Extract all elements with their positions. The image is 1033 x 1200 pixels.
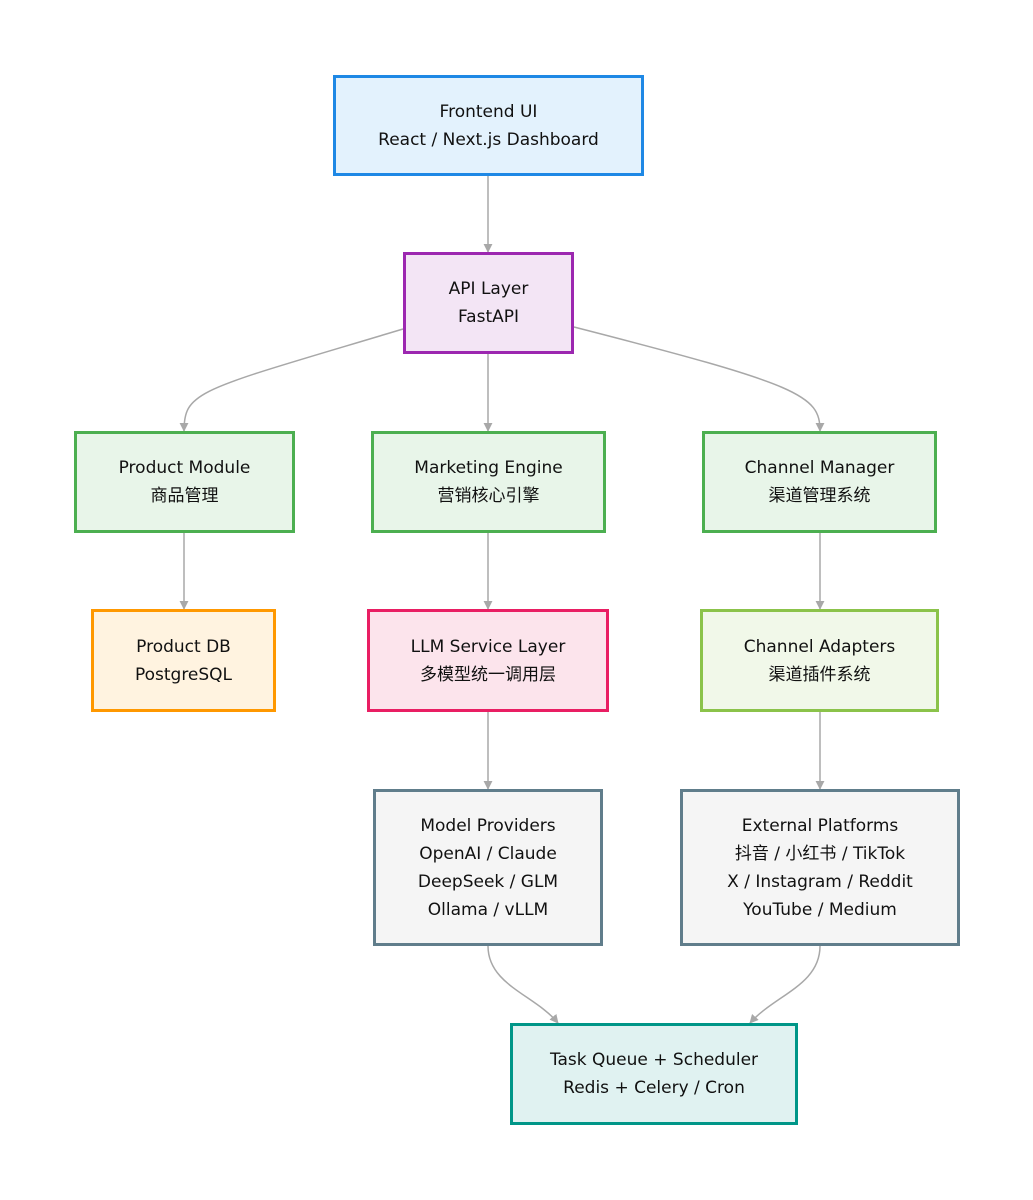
- node-subtitle: Ollama / vLLM: [427, 899, 549, 920]
- node-subtitle: 渠道管理系统: [768, 486, 871, 506]
- node-title: External Platforms: [741, 815, 899, 836]
- node-subtitle: React / Next.js Dashboard: [378, 129, 599, 150]
- node-title: Task Queue + Scheduler: [549, 1050, 759, 1070]
- node-title: Frontend UI: [439, 101, 538, 122]
- node-subtitle: 渠道插件系统: [768, 664, 871, 685]
- node-subtitle: 营销核心引擎: [437, 486, 540, 506]
- node-title: LLM Service Layer: [410, 636, 566, 657]
- node-title: Marketing Engine: [414, 458, 563, 478]
- node-product-db: Product DB PostgreSQL: [91, 609, 276, 712]
- node-title: Channel Adapters: [743, 636, 896, 657]
- node-subtitle: 抖音 / 小红书 / TikTok: [734, 843, 906, 864]
- node-subtitle: X / Instagram / Reddit: [727, 871, 913, 892]
- node-title: Model Providers: [420, 815, 556, 836]
- node-subtitle: 多模型统一调用层: [420, 664, 556, 685]
- edge-api-to-product-module: [179, 328, 404, 432]
- node-marketing-engine: Marketing Engine 营销核心引擎: [371, 431, 606, 533]
- node-subtitle: 商品管理: [150, 486, 219, 506]
- edge-model-providers-to-task-queue: [487, 945, 559, 1024]
- node-subtitle: DeepSeek / GLM: [417, 871, 559, 892]
- node-frontend: Frontend UI React / Next.js Dashboard: [333, 75, 644, 176]
- node-channel-manager: Channel Manager 渠道管理系统: [702, 431, 937, 533]
- node-subtitle: FastAPI: [457, 307, 520, 327]
- node-title: Product Module: [118, 458, 251, 478]
- edge-api-to-channel-manager: [573, 326, 825, 432]
- node-subtitle: Redis + Celery / Cron: [563, 1078, 745, 1098]
- node-subtitle: PostgreSQL: [134, 664, 233, 685]
- node-channel-adapters: Channel Adapters 渠道插件系统: [700, 609, 939, 712]
- node-title: API Layer: [448, 279, 529, 299]
- node-llm-service: LLM Service Layer 多模型统一调用层: [367, 609, 609, 712]
- node-title: Product DB: [136, 636, 231, 657]
- node-title: Channel Manager: [744, 458, 895, 478]
- node-product-module: Product Module 商品管理: [74, 431, 295, 533]
- node-external-platforms: External Platforms 抖音 / 小红书 / TikTok X / I…: [680, 789, 960, 946]
- edge-external-platforms-to-task-queue: [749, 945, 821, 1024]
- node-subtitle: OpenAI / Claude: [419, 843, 557, 864]
- node-subtitle: YouTube / Medium: [743, 899, 897, 920]
